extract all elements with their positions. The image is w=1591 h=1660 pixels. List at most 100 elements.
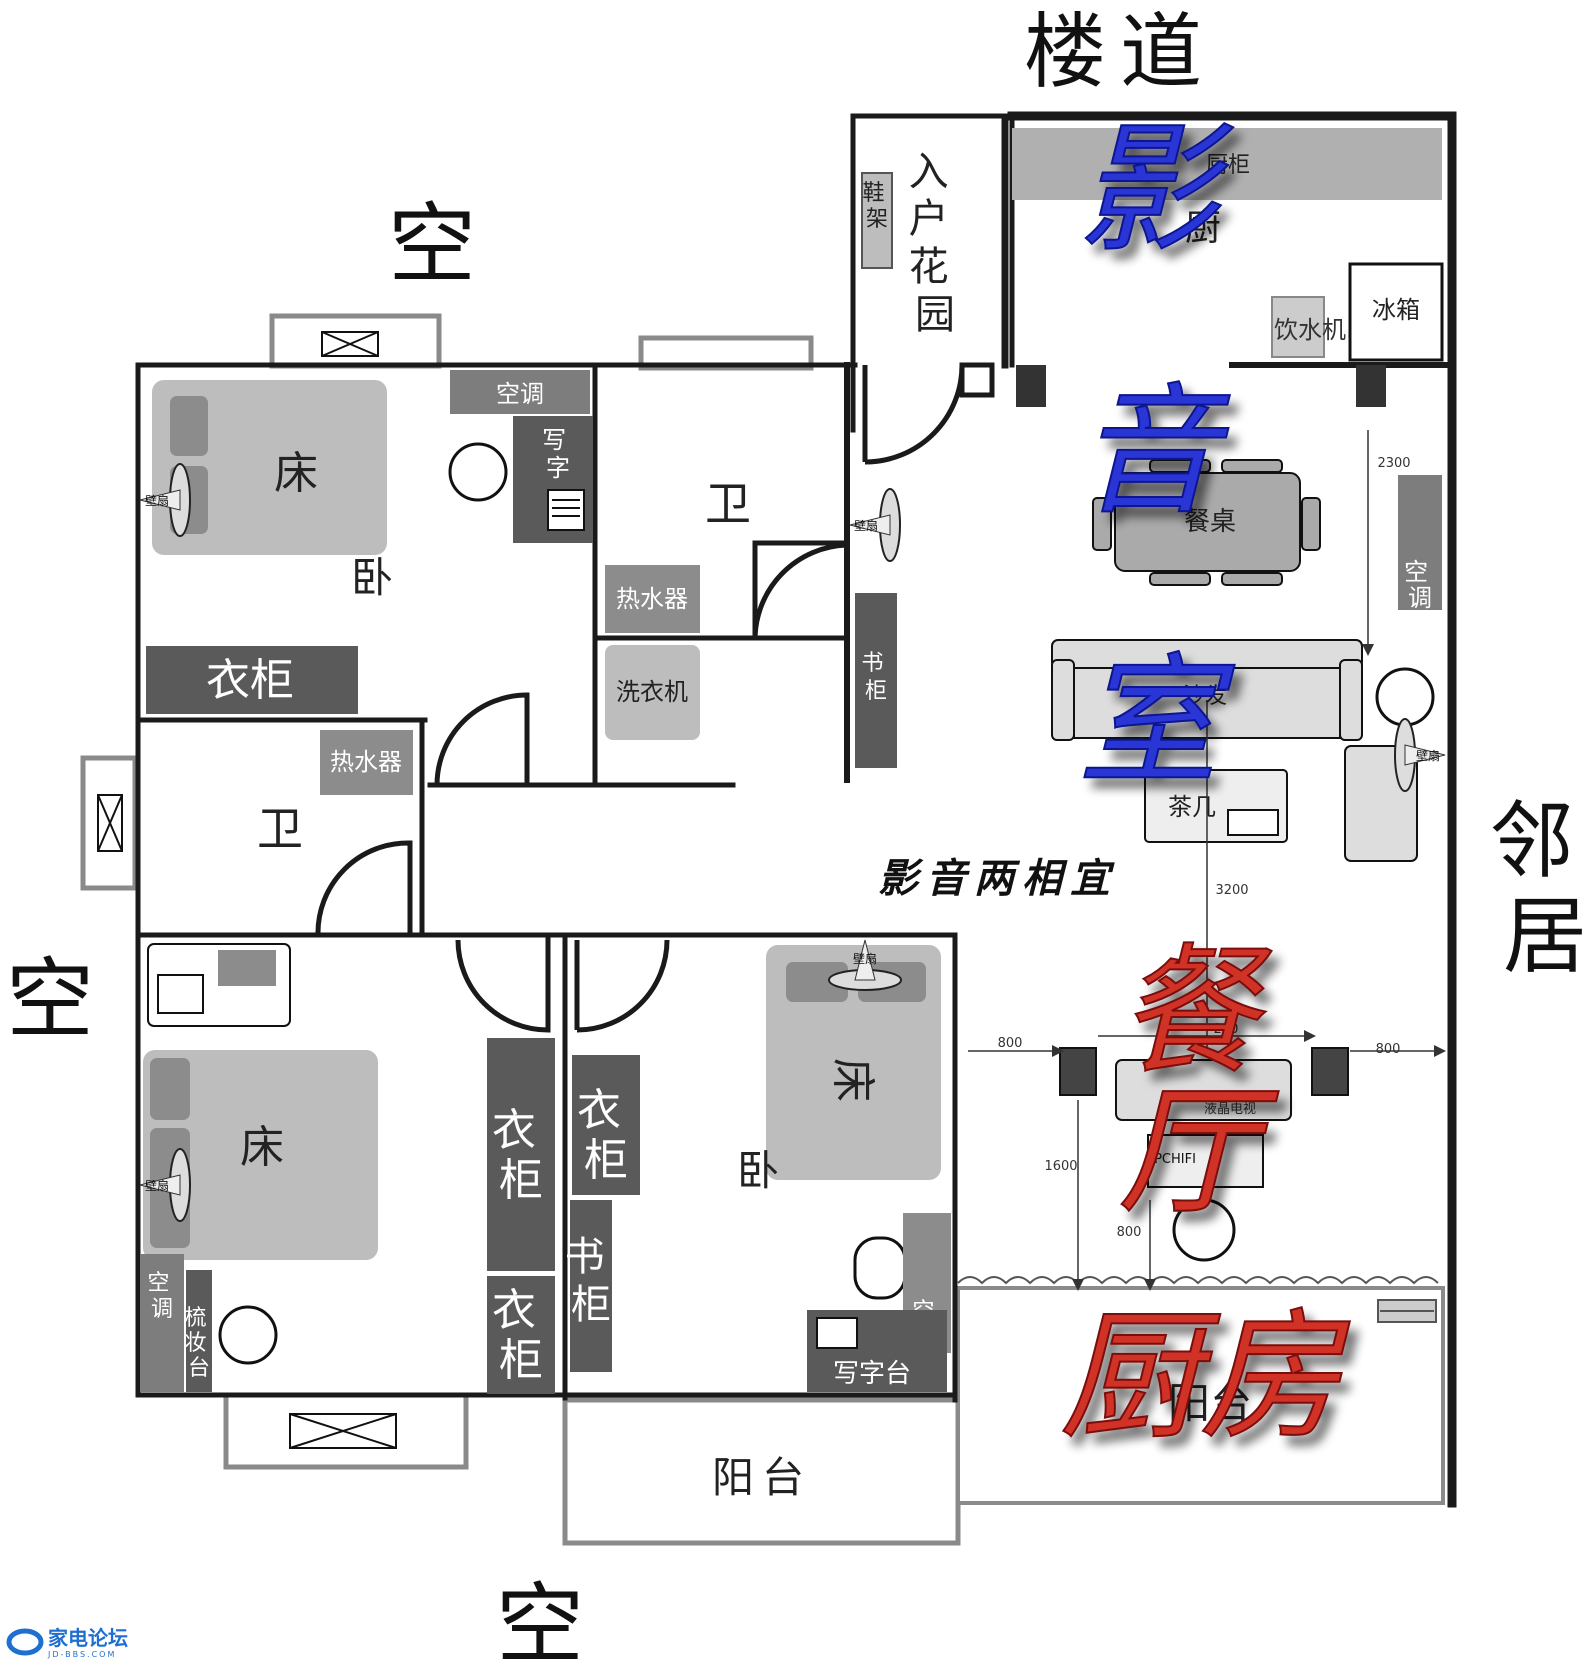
ac-label-living: 空 调 (1404, 558, 1436, 612)
room-label-entry-garden: 入 户 花 园 (909, 149, 962, 338)
bed-bedroom2 (143, 1050, 378, 1260)
ac-units-outdoor (97, 331, 397, 1449)
wardrobe-b3-line1: 衣 (577, 1085, 621, 1136)
balcony-south (562, 1397, 961, 1546)
wardrobe-label-bedroom2-upper: 衣 柜 (492, 1105, 550, 1206)
dining-table-label: 餐桌 (1184, 507, 1236, 537)
wall-north-east (1007, 111, 1457, 1508)
door-entry-jamb (959, 362, 995, 398)
overlay-blue-char-1: 影 (1078, 109, 1234, 272)
door-bath2 (434, 692, 530, 786)
overlay-blue-char-2: 音 (1078, 371, 1230, 534)
washer-label: 洗衣机 (616, 678, 688, 706)
wardrobe-bedroom2-upper (487, 1038, 555, 1271)
dresser-line1: 梳 (184, 1306, 206, 1331)
ac-bed2-line2: 调 (151, 1297, 173, 1322)
south-label-void: 空 (496, 1573, 584, 1660)
ac-living-line1: 空 (1404, 558, 1428, 586)
room-label-bath2: 卫 (257, 802, 303, 856)
laptop-bedroom3 (816, 1317, 858, 1349)
laptop-bedroom2 (157, 974, 204, 1014)
east-label-neighbor-char1: 邻 (1490, 792, 1574, 890)
bed-label-bedroom3: 床 (827, 1058, 878, 1102)
wall-fan-bedroom3: 壁扇 (828, 939, 902, 991)
dining-chair-top-b (1221, 459, 1283, 473)
tv-label: 液晶电视 (1204, 1102, 1256, 1117)
door-bath1 (752, 540, 848, 641)
wardrobe-bedroom1 (146, 646, 358, 714)
north-west-label-void: 空 (388, 193, 476, 296)
wall-fan-bedroom2: 壁扇 (139, 1148, 191, 1222)
ac-living-line2: 调 (1408, 584, 1432, 612)
bookcase-bedroom3 (570, 1200, 612, 1372)
wall-fan-label-hall: 壁扇 (854, 518, 878, 533)
tv-stand (1115, 1059, 1292, 1121)
door-bath2-lower (315, 840, 413, 936)
wardrobe-bedroom2-lower (487, 1276, 555, 1394)
overlay-red-char-2: 厅 (1118, 1071, 1279, 1234)
balcony-east-vent (1377, 1299, 1437, 1323)
sofa-label: 沙发 (1183, 684, 1227, 709)
sofa-arm-left (1051, 659, 1075, 741)
wall-fan-living: 壁扇 (1394, 718, 1446, 792)
dining-chair-left (1092, 497, 1112, 551)
speaker-front-left (1059, 1047, 1097, 1096)
north-label-corridor: 楼道 (1024, 5, 1216, 100)
bed2-pillow1 (150, 1058, 190, 1120)
ac-label-bedroom2: 空 调 (147, 1271, 176, 1322)
ac-label-bedroom1: 空调 (496, 380, 544, 408)
dimension-lines (968, 430, 1446, 1291)
wall-fan-label-living: 壁扇 (1416, 748, 1440, 763)
dim-800-left: 800 (998, 1036, 1023, 1051)
wardrobe-b2l-line1: 衣 (492, 1285, 536, 1336)
desk-label-line1: 写 (542, 426, 566, 454)
overlay-red-word: 厨房 (1060, 1296, 1350, 1459)
water-dispenser-label: 饮水机 (1274, 316, 1346, 344)
bookcase-label-bedroom3: 书 柜 (565, 1234, 618, 1328)
entry-garden-line4: 园 (915, 292, 955, 338)
wardrobe-b2u-line2: 柜 (499, 1155, 543, 1206)
forum-logo-icon (6, 1628, 44, 1656)
slogan: 影音两相宜 (878, 855, 1118, 902)
hifi-label: PCHIFI (1154, 1152, 1196, 1167)
wall-entry-garden (850, 113, 1015, 433)
dim-200: 200 (1214, 1022, 1239, 1037)
hifi-rack (1147, 1134, 1264, 1188)
bed-bedroom3 (766, 945, 941, 1180)
dresser-line2: 妆 (184, 1331, 206, 1356)
wall-fan-label-bedroom2: 壁扇 (145, 1178, 169, 1193)
wall-fan-hall: 壁扇 (849, 488, 901, 562)
chair-bedroom1 (448, 442, 508, 502)
room-label-kitchen: 厨 (1185, 208, 1221, 249)
forum-brand: 家电论坛 (48, 1626, 128, 1650)
door-entry (862, 364, 965, 465)
coffee-table-laptop (1227, 809, 1279, 836)
dresser-label: 梳 妆 台 (184, 1306, 213, 1381)
dresser (186, 1270, 212, 1392)
bookcase-hall (855, 593, 897, 768)
coffee-table-label: 茶几 (1168, 793, 1216, 821)
water-heater-label-bath1: 热水器 (616, 585, 688, 613)
dim-800-bottom: 800 (1117, 1225, 1142, 1240)
east-label-neighbor-char2: 居 (1503, 887, 1587, 985)
overlay-red-char-1: 餐 (1118, 931, 1272, 1094)
dining-chair-bot-a (1149, 572, 1211, 586)
desk-label-line2: 字 (546, 454, 570, 482)
wardrobe-b2u-line1: 衣 (492, 1105, 536, 1156)
wall-fan-bedroom1: 壁扇 (139, 463, 191, 537)
wardrobe-label-bedroom3: 衣 柜 (577, 1085, 635, 1186)
listening-chair (1172, 1198, 1236, 1262)
water-heater-bath1 (605, 565, 700, 633)
speaker-top-left (1016, 365, 1046, 407)
water-heater-bath2 (320, 730, 413, 795)
ac-bedroom2 (140, 1254, 184, 1392)
shoe-rack-label: 鞋 架 (862, 181, 891, 232)
entry-garden-line1: 入 (909, 149, 949, 195)
bookcase-hall-line1: 书 (861, 651, 883, 676)
west-label-void: 空 (6, 948, 94, 1051)
dining-chair-bot-b (1221, 572, 1283, 586)
room-label-balcony-south: 阳台 (712, 1453, 812, 1502)
dining-set: 餐桌 (1092, 459, 1321, 586)
desk-label-bedroom1: 写 字 (542, 426, 574, 482)
